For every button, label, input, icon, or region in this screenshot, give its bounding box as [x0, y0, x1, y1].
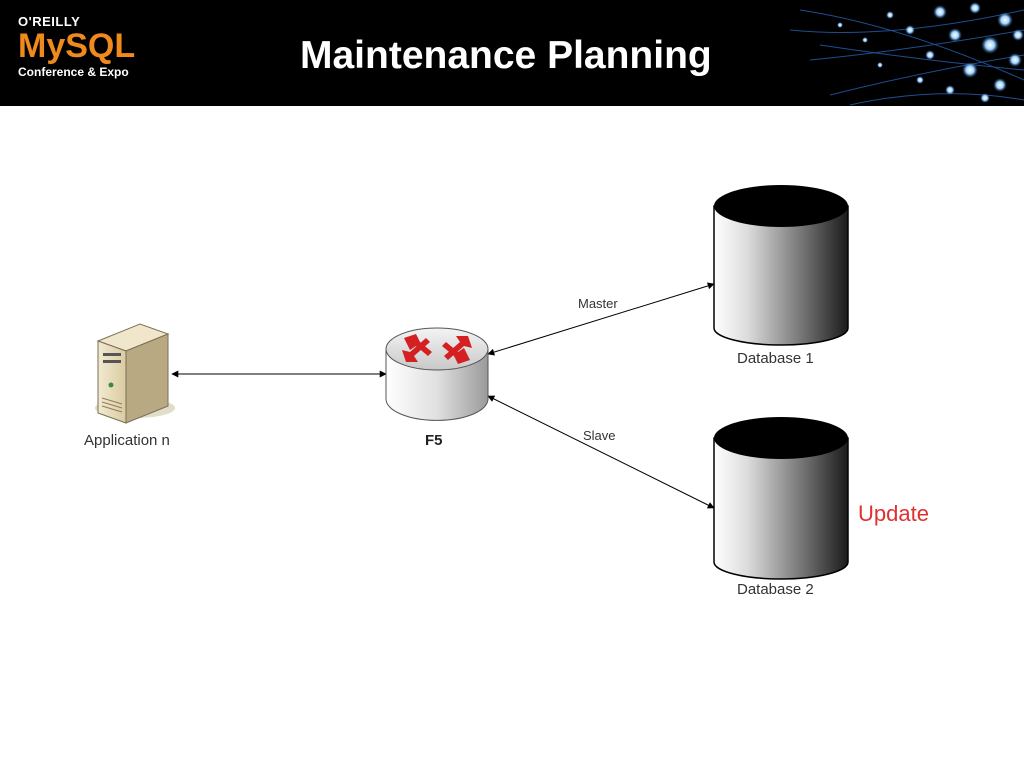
mysql-conference-logo: O'REILLY MySQL Conference & Expo	[18, 14, 135, 79]
db1-label: Database 1	[737, 350, 814, 367]
slave-edge-label: Slave	[583, 428, 616, 443]
logo-publisher: O'REILLY	[18, 14, 81, 29]
db2-label: Database 2	[737, 581, 814, 598]
logo-product: MySQL	[18, 27, 136, 65]
server-icon	[95, 323, 175, 424]
diagram-canvas	[95, 185, 849, 580]
f5-label: F5	[425, 432, 443, 449]
edge-slave	[487, 395, 715, 509]
router-icon	[385, 327, 489, 421]
database-1-icon	[713, 185, 849, 346]
fiber-optic-graphic	[790, 2, 1024, 106]
logo-event: Conference & Expo	[18, 65, 129, 79]
database-2-icon	[713, 417, 849, 580]
update-annotation: Update	[858, 501, 929, 526]
network-diagram: Application n F5 Database 1 Database 2 M…	[0, 106, 1024, 768]
edge-master	[487, 282, 715, 356]
app-label: Application n	[84, 432, 170, 449]
master-edge-label: Master	[578, 296, 618, 311]
slide-header: O'REILLY MySQL Conference & Expo Mainten…	[0, 0, 1024, 106]
slide-title: Maintenance Planning	[300, 34, 712, 77]
